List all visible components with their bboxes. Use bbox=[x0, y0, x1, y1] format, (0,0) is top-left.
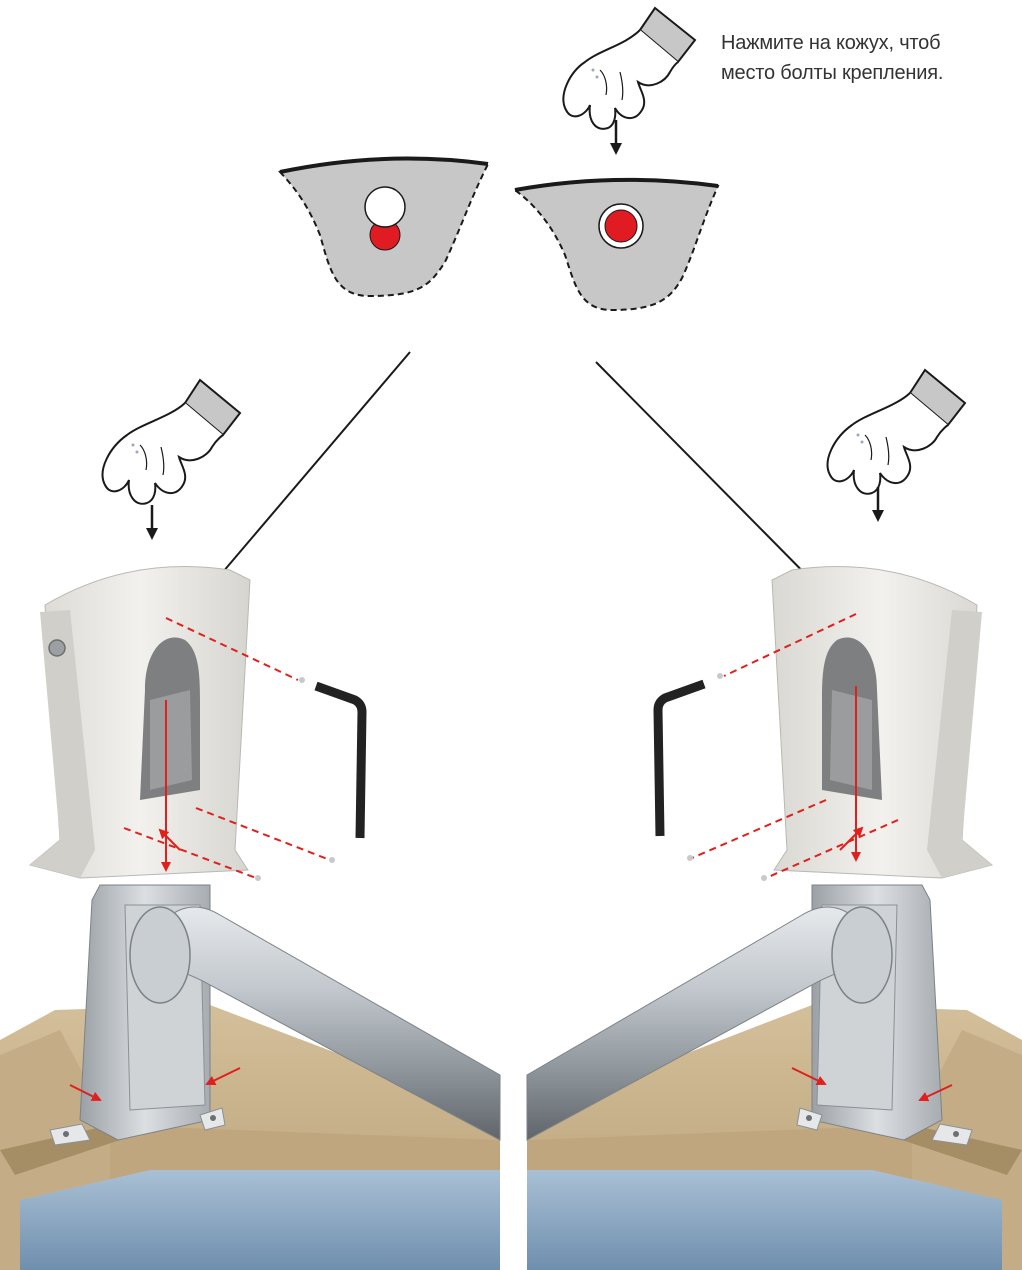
hex-key-icon bbox=[316, 686, 362, 838]
hand-press-icon bbox=[828, 370, 965, 494]
detail-callout-unaligned bbox=[280, 159, 488, 296]
cover-knob-left bbox=[49, 640, 65, 656]
instruction-line-1: Нажмите на кожух, чтоб bbox=[721, 28, 1022, 58]
hand-press-icon bbox=[103, 380, 240, 504]
pool-water-left bbox=[20, 1170, 500, 1270]
pool-water-right bbox=[527, 1170, 1002, 1270]
tube-flange-right bbox=[832, 907, 892, 1003]
detail-callout-aligned bbox=[515, 180, 718, 310]
hex-key-icon bbox=[658, 684, 704, 836]
instruction-text: Нажмите на кожух, чтоб место болты крепл… bbox=[721, 28, 1022, 88]
instruction-line-2: место болты крепления. bbox=[721, 58, 1022, 88]
cover-hole-white bbox=[365, 187, 405, 227]
leader-line-left bbox=[194, 352, 410, 606]
tube-flange-left bbox=[130, 907, 190, 1003]
cover-housing-left bbox=[30, 567, 250, 878]
leader-line-right bbox=[596, 362, 833, 602]
aligned-bolt-red bbox=[605, 210, 637, 242]
cover-housing-right bbox=[772, 567, 992, 878]
